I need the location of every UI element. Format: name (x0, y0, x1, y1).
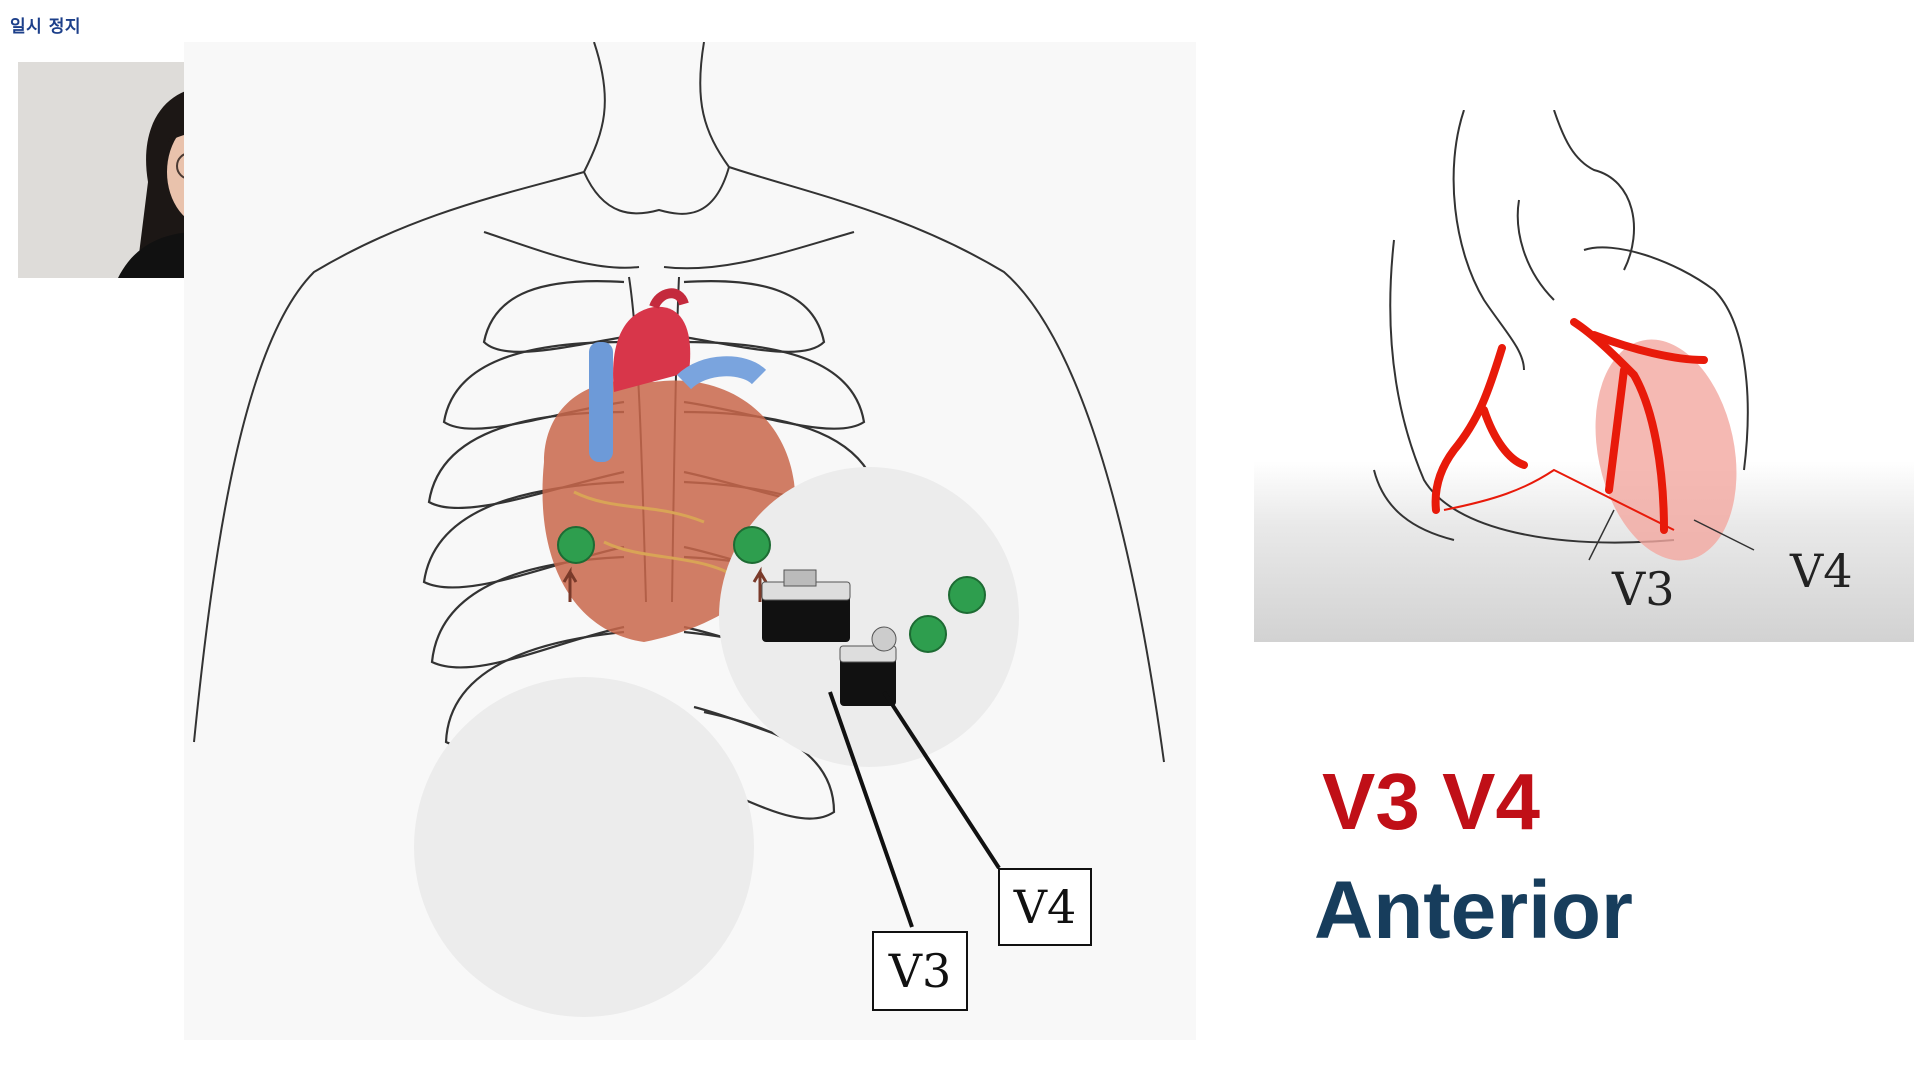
lead-box-v4: V4 (998, 868, 1092, 946)
leads-title: V3 V4 (1322, 757, 1540, 846)
electrode-v2 (733, 526, 771, 564)
side-label-v3: V3 (1612, 562, 1675, 616)
left-lung-placeholder (414, 677, 754, 1017)
electrode-v1 (557, 526, 595, 564)
camera-icon (839, 626, 897, 706)
heart-side-diagram: V3 V4 (1254, 110, 1914, 642)
lead-box-v3: V3 (872, 931, 968, 1011)
side-label-v4: V4 (1790, 544, 1853, 598)
electrode-v4 (948, 576, 986, 614)
camera-icon (761, 569, 851, 642)
electrode-v3 (909, 615, 947, 653)
chest-diagram: V3 V4 (184, 41, 1196, 1040)
pause-label: 일시 정지 (10, 17, 81, 37)
coronary-artery-sketch (1373, 110, 1755, 561)
right-lung-placeholder (719, 467, 1019, 767)
coronary-arteries (1431, 318, 1708, 534)
region-title: Anterior (1314, 865, 1633, 956)
chest-outline (193, 41, 1165, 1017)
